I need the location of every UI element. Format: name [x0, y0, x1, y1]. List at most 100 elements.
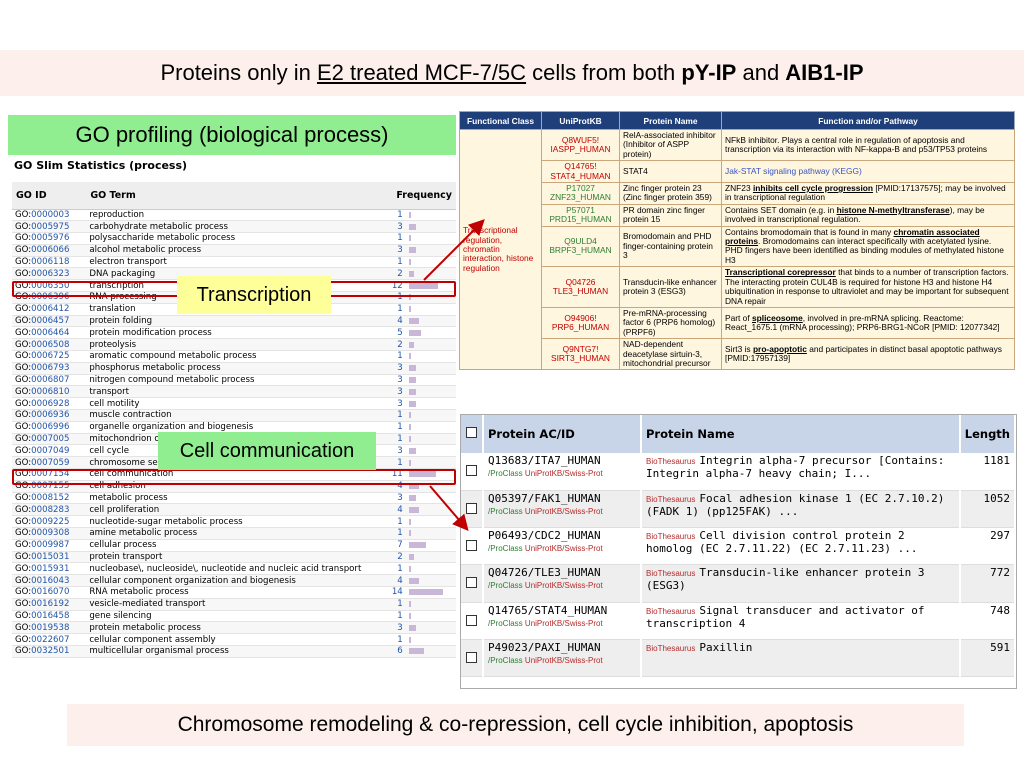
go-count-cell[interactable]: 1	[379, 598, 406, 611]
go-id-link[interactable]: 0006996	[31, 422, 70, 433]
go-count-cell[interactable]: 1	[379, 291, 406, 304]
go-count-cell[interactable]: 3	[379, 444, 406, 458]
biothesaurus-link[interactable]: BioThesaurus	[646, 569, 696, 579]
uniprot-accession[interactable]: P17027	[566, 183, 595, 194]
go-id-link[interactable]: 0007049	[31, 445, 70, 456]
protein-checkbox[interactable]	[466, 651, 477, 663]
go-id-link[interactable]: 0016043	[31, 575, 70, 586]
uniprot-swissprot-link[interactable]: UniProtKB/Swiss-Prot	[524, 618, 603, 628]
go-count-cell[interactable]: 4	[379, 574, 406, 587]
go-count-cell[interactable]: 1	[379, 209, 406, 222]
protein-acc-header[interactable]: Protein AC/ID	[483, 415, 642, 453]
go-count-cell[interactable]: 2	[379, 551, 406, 564]
go-count-cell[interactable]: 1	[379, 515, 406, 529]
go-id-link[interactable]: 0006464	[31, 327, 70, 338]
go-count-cell[interactable]: 1	[379, 633, 406, 646]
go-count-cell[interactable]: 1	[379, 527, 406, 540]
biothesaurus-link[interactable]: BioThesaurus	[646, 457, 696, 466]
protein-name-header[interactable]: Protein Name	[641, 415, 961, 453]
uniprot-accession[interactable]: Q9NTG7!	[562, 343, 599, 354]
go-id-link[interactable]: 0009225	[31, 516, 70, 527]
protein-acc-link[interactable]: Q04726/TLE3_HUMAN	[488, 566, 601, 580]
go-count-cell[interactable]: 4	[379, 503, 406, 517]
proclass-link[interactable]: /ProClass	[488, 618, 523, 628]
go-count-cell[interactable]: 3	[379, 385, 406, 399]
protein-length-header[interactable]: Length	[959, 415, 1017, 453]
uniprot-swissprot-link[interactable]: UniProtKB/Swiss-Prot	[524, 655, 603, 665]
go-count-cell[interactable]: 2	[379, 338, 406, 352]
go-count-cell[interactable]: 7	[379, 539, 406, 552]
go-id-link[interactable]: 0007005	[31, 434, 70, 445]
go-count-cell[interactable]: 6	[379, 645, 406, 658]
biothesaurus-link[interactable]: BioThesaurus	[646, 643, 696, 653]
go-count-cell[interactable]: 2	[379, 267, 406, 281]
go-id-link[interactable]: 0006457	[31, 316, 70, 327]
go-count-cell[interactable]: 5	[379, 326, 406, 340]
go-id-link[interactable]: 0006412	[31, 304, 70, 315]
go-id-link[interactable]: 0005975	[31, 221, 70, 232]
go-count-cell[interactable]: 1	[379, 562, 406, 576]
go-id-link[interactable]: 0006066	[31, 245, 70, 256]
go-id-link[interactable]: 0015031	[31, 552, 70, 562]
go-id-link[interactable]: 0008283	[31, 504, 70, 515]
go-id-link[interactable]: 0016192	[31, 599, 70, 610]
go-id-link[interactable]: 0022607	[31, 634, 70, 645]
uniprot-swissprot-link[interactable]: UniProtKB/Swiss-Prot	[524, 506, 603, 516]
uniprot-swissprot-link[interactable]: UniProtKB/Swiss-Prot	[524, 469, 603, 478]
biothesaurus-link[interactable]: BioThesaurus	[646, 532, 696, 542]
go-count-cell[interactable]: 3	[379, 397, 406, 411]
protein-acc-link[interactable]: Q13683/ITA7_HUMAN	[488, 454, 601, 467]
go-count-cell[interactable]: 3	[379, 374, 406, 387]
protein-checkbox[interactable]	[466, 465, 477, 476]
protein-checkbox[interactable]	[466, 577, 477, 589]
go-id-link[interactable]: 0006725	[31, 351, 70, 362]
go-id-link[interactable]: 0006928	[31, 398, 70, 409]
go-count-cell[interactable]: 3	[379, 492, 406, 505]
go-count-cell[interactable]: 11	[379, 468, 406, 481]
protein-checkbox[interactable]	[466, 502, 477, 514]
go-id-link[interactable]: 0007059	[31, 457, 70, 468]
go-id-link[interactable]: 0005976	[31, 233, 70, 244]
go-id-link[interactable]: 0006396	[31, 292, 70, 303]
go-count-cell[interactable]: 1	[379, 350, 406, 363]
uniprot-accession[interactable]: Q04726	[565, 276, 596, 287]
proclass-link[interactable]: /ProClass	[488, 655, 523, 665]
go-count-cell[interactable]: 1	[379, 303, 406, 316]
go-count-cell[interactable]: 1	[379, 456, 406, 470]
go-id-link[interactable]: 0006118	[31, 257, 70, 268]
go-count-cell[interactable]: 1	[379, 409, 406, 422]
uniprot-accession[interactable]: O94906!	[564, 312, 597, 323]
go-id-link[interactable]: 0019538	[31, 622, 70, 633]
go-id-link[interactable]: 0006350	[31, 280, 70, 291]
proclass-link[interactable]: /ProClass	[488, 469, 523, 478]
go-count-cell[interactable]: 1	[379, 256, 406, 269]
go-id-link[interactable]: 0006810	[31, 386, 70, 397]
go-id-link[interactable]: 0006936	[31, 410, 70, 421]
protein-acc-link[interactable]: P06493/CDC2_HUMAN	[488, 529, 601, 543]
proclass-link[interactable]: /ProClass	[488, 544, 523, 554]
go-id-link[interactable]: 0006807	[31, 375, 70, 386]
biothesaurus-link[interactable]: BioThesaurus	[646, 494, 696, 504]
protein-acc-link[interactable]: Q05397/FAK1_HUMAN	[488, 491, 601, 505]
proclass-link[interactable]: /ProClass	[488, 581, 523, 591]
go-id-link[interactable]: 0015931	[31, 563, 70, 574]
uniprot-accession[interactable]: Q14765!	[564, 161, 597, 172]
go-count-cell[interactable]: 1	[379, 232, 406, 245]
go-id-link[interactable]: 0032501	[31, 646, 70, 657]
go-count-cell[interactable]: 1	[379, 421, 406, 434]
uniprot-swissprot-link[interactable]: UniProtKB/Swiss-Prot	[524, 581, 603, 591]
go-id-link[interactable]: 0009987	[31, 540, 70, 551]
select-all-checkbox[interactable]	[466, 427, 477, 438]
go-id-link[interactable]: 0000003	[31, 209, 70, 220]
uniprot-accession[interactable]: P57071	[566, 204, 595, 215]
go-count-cell[interactable]: 3	[379, 220, 406, 234]
protein-acc-link[interactable]: P49023/PAXI_HUMAN	[488, 640, 601, 654]
protein-checkbox[interactable]	[466, 540, 477, 552]
go-id-link[interactable]: 0008152	[31, 493, 70, 504]
go-id-link[interactable]: 0016070	[31, 587, 70, 598]
go-id-link[interactable]: 0006793	[31, 363, 70, 374]
go-count-cell[interactable]: 1	[379, 610, 406, 623]
go-id-link[interactable]: 0006323	[31, 268, 70, 279]
uniprot-accession[interactable]: Q9ULD4	[564, 236, 597, 247]
go-count-cell[interactable]: 3	[379, 621, 406, 635]
